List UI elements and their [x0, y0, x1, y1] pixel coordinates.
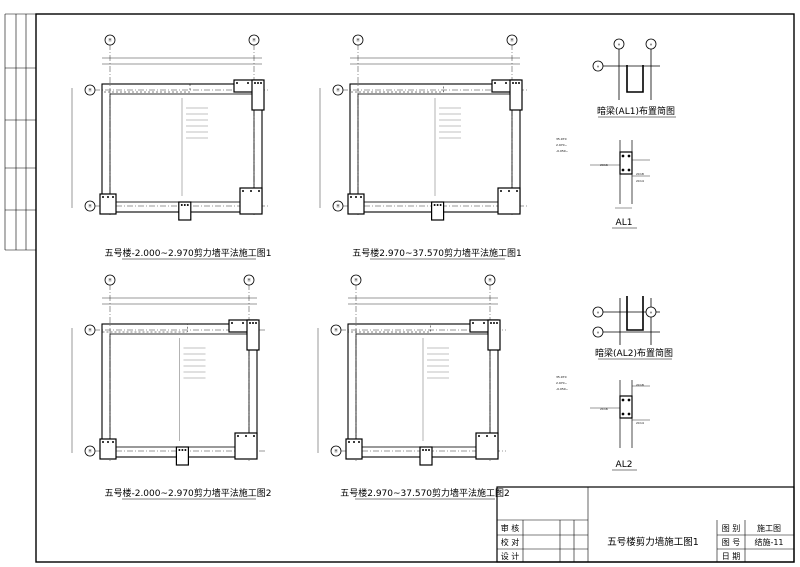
axis-label: H: [88, 328, 91, 333]
axis-bubble: [332, 84, 344, 96]
axis-label: H: [354, 278, 357, 283]
drawing-frame: [35, 13, 795, 563]
review-label: 审 核: [501, 523, 520, 533]
boundary-column: [175, 446, 189, 466]
axis-label: H: [247, 278, 250, 283]
svg-text:H: H: [650, 43, 652, 47]
al1-section-label: AL1: [616, 218, 633, 228]
drawing-title: 五号楼剪力墙施工图1: [607, 536, 699, 548]
svg-text:35.970: 35.970: [556, 375, 567, 379]
boundary-column: [475, 432, 499, 460]
svg-text:2C18: 2C18: [636, 383, 644, 387]
boundary-column: [99, 193, 117, 215]
plan-2-caption: 五号楼2.970~37.570剪力墙平法施工图1: [352, 247, 522, 259]
axis-bubble: [332, 200, 344, 212]
svg-text:35.970: 35.970: [556, 137, 567, 141]
hatch-strip: [347, 323, 431, 333]
axis-bubble: [484, 274, 496, 286]
category-value: 施工图: [757, 523, 781, 533]
plan-4: H H H H: [317, 274, 506, 466]
number-value: 结施-11: [754, 537, 783, 547]
axis-bubble: [104, 34, 116, 46]
date-label: 日 期: [722, 552, 741, 561]
al2-layout-diagram: [592, 296, 660, 345]
axis-label: H: [88, 449, 91, 454]
boundary-column: [239, 187, 263, 215]
axis-bubble: [330, 445, 342, 457]
title-block: [496, 486, 795, 563]
boundary-column: [178, 201, 192, 221]
svg-text:2.970~: 2.970~: [556, 143, 568, 147]
axis-label: H: [334, 328, 337, 333]
axis-bubble: [243, 274, 255, 286]
plan-1-caption: 五号楼-2.000~2.970剪力墙平法施工图1: [104, 247, 271, 259]
axis-label: H: [108, 38, 111, 43]
boundary-column: [347, 193, 365, 215]
plan-3-caption: 五号楼-2.000~2.970剪力墙平法施工图2: [104, 487, 271, 499]
svg-text:2.970~: 2.970~: [556, 381, 568, 385]
binding-strip: [4, 13, 36, 251]
axis-bubble: [84, 445, 96, 457]
axis-bubble: [352, 34, 364, 46]
svg-text:2C18: 2C18: [636, 172, 644, 176]
boundary-column: [99, 438, 117, 460]
svg-text:H: H: [597, 331, 599, 335]
axis-bubble: [350, 274, 362, 286]
al1-section: 35.970 2.970~ -0.050~ 2C16 2C18 2C14: [556, 137, 650, 209]
hatch-strip: [101, 83, 191, 93]
plan-1: H H H H: [71, 34, 270, 221]
boundary-column: [345, 438, 363, 460]
svg-text:H: H: [618, 43, 620, 47]
boundary-column: [251, 79, 265, 111]
svg-text:2C14: 2C14: [636, 421, 644, 425]
axis-bubble: [330, 324, 342, 336]
axis-label: H: [88, 204, 91, 209]
boundary-column: [487, 319, 501, 351]
category-label: 图 别: [722, 524, 741, 533]
design-label: 设 计: [501, 551, 520, 561]
boundary-column: [234, 432, 258, 460]
axis-label: H: [252, 38, 255, 43]
boundary-column: [246, 319, 260, 351]
svg-text:-0.050~: -0.050~: [556, 149, 569, 153]
axis-label: H: [356, 38, 359, 43]
axis-label: H: [510, 38, 513, 43]
hatch-strip: [349, 83, 444, 93]
plan-4-caption: 五号楼2.970~37.570剪力墙平法施工图2: [340, 487, 510, 499]
axis-label: H: [108, 278, 111, 283]
svg-text:H: H: [597, 65, 599, 69]
axis-label: H: [488, 278, 491, 283]
check-label: 校 对: [501, 537, 520, 547]
plan-3: H H H H: [71, 274, 265, 466]
al2-section-label: AL2: [616, 460, 633, 470]
axis-bubble: [84, 324, 96, 336]
axis-label: H: [336, 204, 339, 209]
boundary-column: [431, 201, 445, 221]
plan-2: H H H H: [319, 34, 528, 221]
boundary-column: [509, 79, 523, 111]
boundary-column: [497, 187, 521, 215]
al1-layout-diagram: [592, 38, 660, 100]
boundary-column: [419, 446, 433, 466]
axis-label: H: [336, 88, 339, 93]
al2-layout-title: 暗梁(AL2)布置简图: [595, 347, 673, 359]
al2-section: 35.970 2.970~ -0.050~ 2C16 2C18 2C14: [556, 375, 650, 448]
axis-bubble: [104, 274, 116, 286]
svg-text:H: H: [650, 311, 652, 315]
svg-text:-0.050~: -0.050~: [556, 387, 569, 391]
hatch-strip: [101, 323, 188, 333]
al1-layout-title: 暗梁(AL1)布置简图: [597, 105, 675, 117]
axis-label: H: [334, 449, 337, 454]
svg-text:2C16: 2C16: [600, 407, 608, 411]
svg-text:2C16: 2C16: [600, 163, 608, 167]
axis-bubble: [84, 200, 96, 212]
axis-bubble: [248, 34, 260, 46]
axis-bubble: [84, 84, 96, 96]
svg-text:2C14: 2C14: [636, 179, 644, 183]
number-label: 图 号: [722, 538, 741, 547]
axis-bubble: [506, 34, 518, 46]
axis-label: H: [88, 88, 91, 93]
svg-text:H: H: [597, 311, 599, 315]
